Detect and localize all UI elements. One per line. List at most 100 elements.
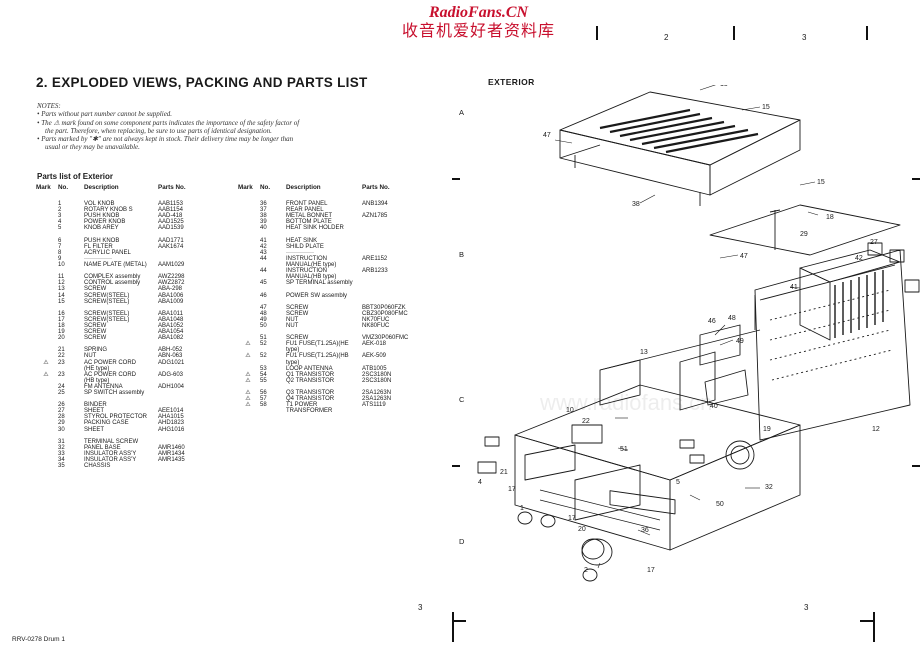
- table-row: 8 ACRYLIC PANEL: [36, 250, 218, 256]
- description-cell: SCREW: [84, 322, 107, 329]
- document-code: RRV-0278 Drum 1: [12, 636, 65, 643]
- callout-label: 47: [740, 253, 748, 260]
- description-cell: HEAT SINK HOLDER: [286, 225, 344, 232]
- number-cell: 23: [58, 359, 65, 366]
- part-number-cell: AHD1823: [158, 420, 185, 427]
- callout-label: 15: [720, 85, 728, 88]
- callout-label: 38: [632, 201, 640, 208]
- number-cell: 8: [58, 249, 62, 256]
- number-cell: [258, 408, 286, 414]
- page-number-right: 3: [804, 603, 809, 612]
- description-cell: POWER KNOB: [84, 219, 126, 226]
- callout-group: 1515471538182947274148464942132251101942…: [478, 85, 880, 574]
- number-cell: 21: [58, 347, 65, 354]
- part-number-cell: [362, 408, 422, 414]
- part-number-cell: ADG1021: [158, 359, 185, 366]
- part-number-cell: AAK1674: [158, 243, 184, 250]
- part-number-cell: AAD-418: [158, 213, 183, 220]
- description-cell: SCREW(STEEL): [84, 316, 130, 323]
- table-row: MANUAL(HB type): [238, 274, 422, 280]
- description-cell: KNOB AREY: [84, 225, 119, 232]
- table-row: 40 HEAT SINK HOLDER: [238, 225, 422, 231]
- part-number-cell: CBZ30P080FMC: [362, 310, 408, 317]
- faint-watermark: www.radiofans.cn: [539, 390, 712, 415]
- callout-label: 41: [790, 284, 798, 291]
- callout-label: 12: [872, 426, 880, 433]
- part-number-cell: AMR1434: [158, 450, 185, 457]
- description-cell: POWER SW assembly: [286, 292, 348, 299]
- part-number-cell: ABA1009: [158, 298, 184, 305]
- number-cell: 56: [260, 390, 267, 396]
- callout-label: 13: [640, 349, 648, 356]
- edge-mark: [912, 465, 920, 467]
- table-row: type): [238, 347, 422, 353]
- number-cell: 1: [58, 201, 62, 208]
- description-cell: ··············: [286, 249, 314, 256]
- callout-label: 40: [710, 403, 718, 410]
- number-cell: 35: [58, 463, 65, 470]
- description-cell: CHASSIS: [84, 463, 111, 470]
- number-cell: 43: [260, 249, 267, 256]
- description-cell: ACRYLIC PANEL: [84, 249, 131, 256]
- description-cell: AC POWER CORD: [84, 371, 137, 378]
- part-number-cell: AWZ2872: [158, 280, 185, 287]
- part-number-cell: AWZ2298: [158, 274, 185, 281]
- description-cell: STYROL PROTECTOR: [84, 414, 148, 421]
- header-mark: Mark: [36, 184, 51, 191]
- heat-sink: [799, 242, 920, 341]
- number-cell: 27: [58, 408, 65, 415]
- exploded-view-diagram: 1515471538182947274148464942132251101942…: [477, 85, 920, 582]
- number-cell: 42: [260, 243, 267, 250]
- description-cell: SHEET: [84, 426, 105, 433]
- part-number-cell: AEK-509: [362, 353, 387, 360]
- metal-bonnet: [559, 91, 801, 206]
- top-tick: [866, 26, 868, 40]
- edge-mark: [452, 465, 460, 467]
- description-cell: CONTROL assembly: [84, 280, 141, 287]
- number-cell: 47: [260, 304, 267, 311]
- number-cell: 46: [260, 292, 267, 299]
- header-no: No.: [260, 184, 271, 191]
- note-item: • Parts without part number cannot be su…: [37, 110, 173, 119]
- corner-mark: [452, 612, 454, 642]
- notes-heading: NOTES:: [37, 102, 61, 110]
- number-cell: 11: [58, 274, 65, 281]
- number-cell: 52: [260, 341, 267, 348]
- number-cell: 54: [260, 371, 267, 378]
- number-cell: 30: [58, 426, 65, 433]
- part-number-cell: AAD1539: [158, 225, 184, 232]
- part-number-cell: ABA1082: [158, 335, 184, 342]
- number-cell: 29: [58, 420, 65, 427]
- callout-label: 17: [568, 515, 576, 522]
- number-cell: 12: [58, 280, 65, 287]
- mark-cell: ⚠: [245, 402, 251, 409]
- description-cell: PANEL BASE: [84, 444, 121, 451]
- description-cell: INSTRUCTION: [286, 255, 327, 262]
- page-number-left: 3: [418, 603, 423, 612]
- header-part-number: Parts No.: [362, 184, 390, 191]
- number-cell: 40: [260, 225, 267, 232]
- diagram-title: EXTERIOR: [488, 77, 535, 87]
- number-cell: 39: [260, 219, 267, 226]
- description-cell: AC POWER CORD: [84, 359, 137, 366]
- header-no: No.: [58, 184, 69, 191]
- part-number-cell: AAB1153: [158, 201, 183, 208]
- callout-label: 49: [736, 338, 744, 345]
- part-number-cell: ADG-603: [158, 371, 184, 378]
